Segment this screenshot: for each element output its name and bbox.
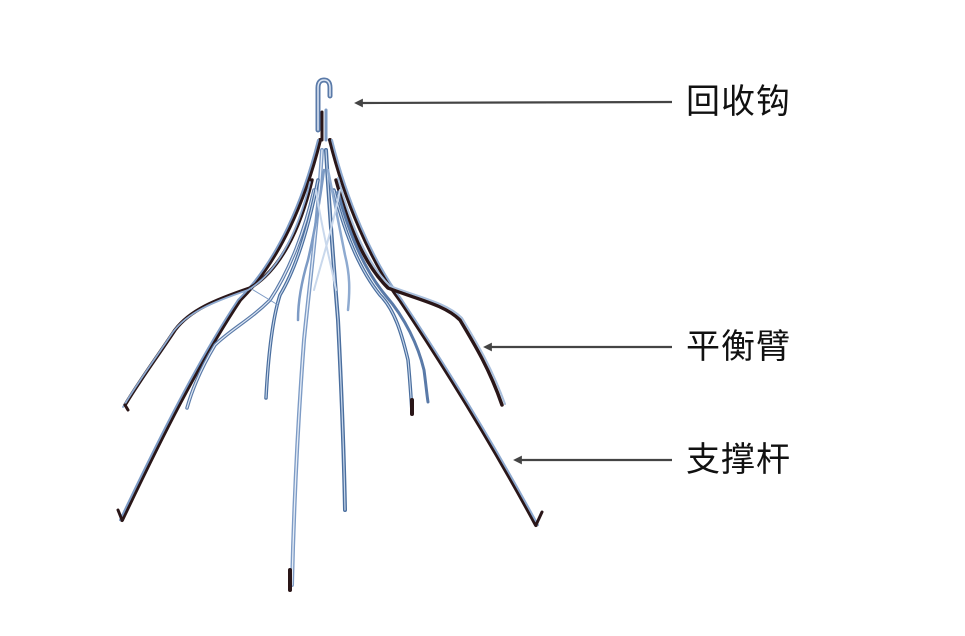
retrieval-hook-shape xyxy=(315,77,333,142)
label-balance-arm: 平衡臂 xyxy=(686,327,791,367)
central-wires xyxy=(249,168,351,322)
label-retrieval-hook: 回收钩 xyxy=(686,82,791,122)
balance-arms xyxy=(122,177,506,416)
retrieval-hook-arrow xyxy=(354,98,673,108)
label-arrows xyxy=(354,98,673,465)
filter-device-illustration xyxy=(116,77,544,592)
label-support-strut: 支撑杆 xyxy=(686,440,791,480)
support-struts xyxy=(116,138,544,592)
